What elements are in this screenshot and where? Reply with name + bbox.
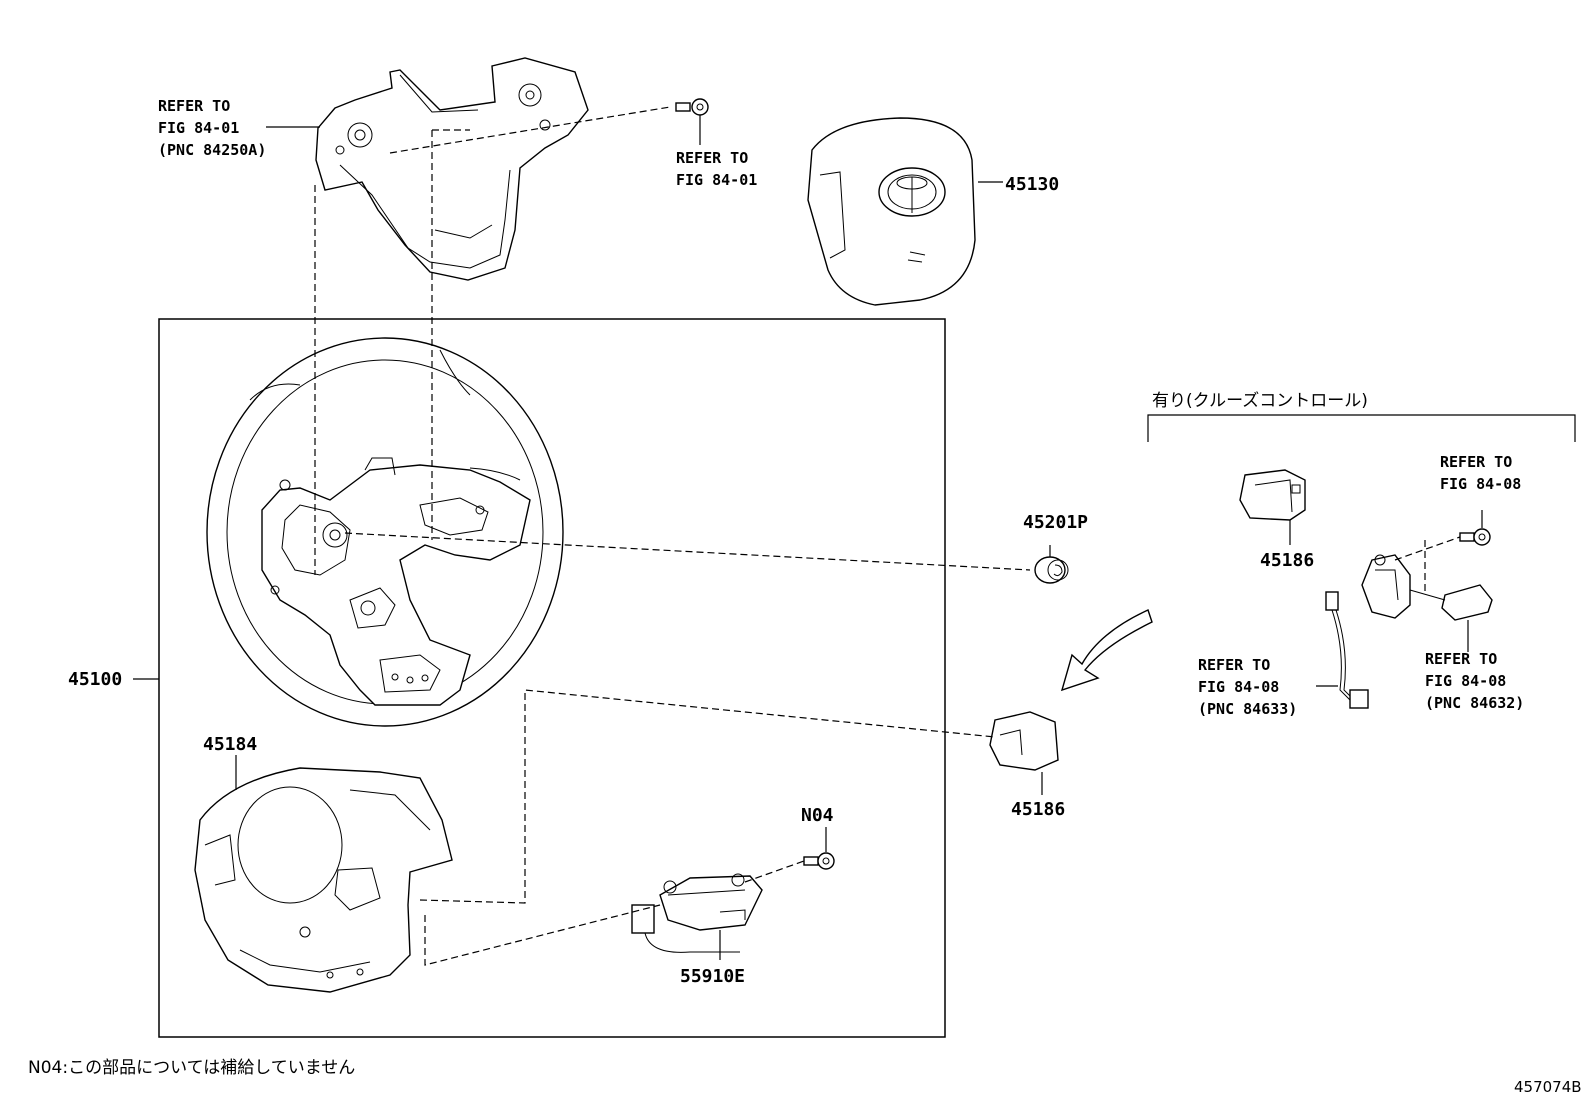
part-number-45186-left: 45186 bbox=[1011, 799, 1065, 820]
part-number-55910e: 55910E bbox=[680, 966, 745, 987]
part-number-45186-right: 45186 bbox=[1260, 550, 1314, 571]
cover-45186-right-drawing bbox=[1239, 469, 1306, 521]
footnote: N04:この部品については補給していません bbox=[28, 1058, 355, 1078]
screw-top-drawing bbox=[675, 98, 709, 116]
airbag-pad-drawing bbox=[807, 117, 976, 306]
leader-lines bbox=[133, 115, 1483, 960]
module-drawing bbox=[631, 873, 763, 953]
part-number-n04: N04 bbox=[801, 805, 834, 826]
steering-wheel-drawing bbox=[206, 337, 564, 727]
reference-screw-right: REFER TO FIG 84-08 bbox=[1440, 453, 1521, 493]
connection-lines bbox=[314, 106, 1461, 966]
part-number-45201p: 45201P bbox=[1023, 512, 1088, 533]
cover-45186-left-drawing bbox=[989, 711, 1059, 771]
cruise-switch-drawing bbox=[1361, 554, 1493, 621]
option-bracket bbox=[1147, 414, 1576, 442]
direction-arrow bbox=[1060, 609, 1153, 692]
switch-bezel-drawing bbox=[315, 57, 589, 281]
screw-n04-drawing bbox=[803, 852, 835, 870]
drawing-code: 457074B bbox=[1514, 1078, 1582, 1096]
part-number-45100: 45100 bbox=[68, 669, 122, 690]
assembly-frame bbox=[158, 318, 946, 1038]
lower-cover-drawing bbox=[194, 767, 453, 993]
reference-screw-top: REFER TO FIG 84-01 bbox=[676, 149, 757, 189]
screw-right-drawing bbox=[1459, 528, 1491, 546]
part-number-45184: 45184 bbox=[203, 734, 257, 755]
part-number-45130: 45130 bbox=[1005, 174, 1059, 195]
clip-45201p-drawing bbox=[1034, 556, 1069, 584]
reference-switch-right: REFER TO FIG 84-08 (PNC 84632) bbox=[1425, 650, 1524, 712]
option-label: 有り(クルーズコントロール) bbox=[1152, 391, 1368, 411]
wire-harness-drawing bbox=[1325, 591, 1369, 709]
reference-wire-right: REFER TO FIG 84-08 (PNC 84633) bbox=[1198, 656, 1297, 718]
reference-switch-left: REFER TO FIG 84-01 (PNC 84250A) bbox=[158, 97, 266, 159]
